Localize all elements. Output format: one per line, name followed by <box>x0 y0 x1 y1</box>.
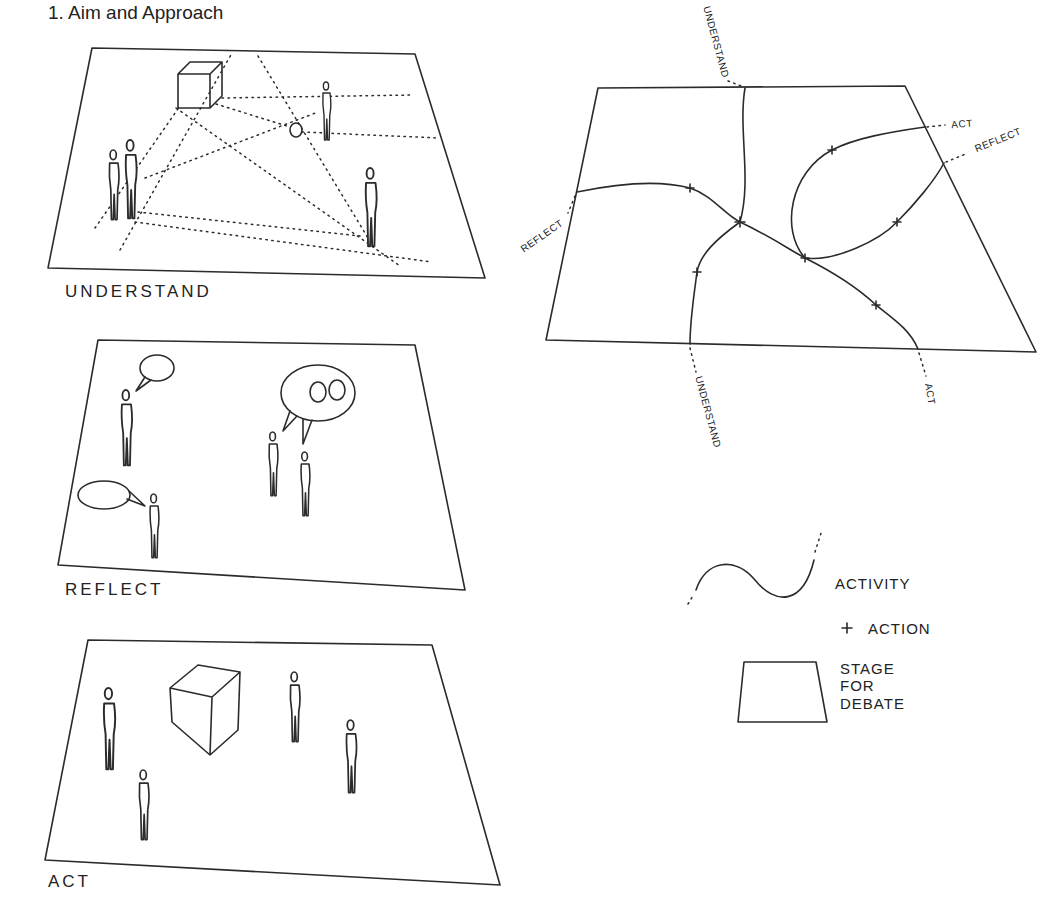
bubble-tail <box>283 411 297 431</box>
person-figure <box>347 720 357 793</box>
action-mark <box>693 268 701 276</box>
action-sample <box>842 623 852 633</box>
action-mark <box>801 254 809 262</box>
stage-label: UNDERSTAND <box>65 282 212 302</box>
person-figure <box>323 82 331 140</box>
stage-panel: ACT <box>43 638 504 896</box>
bubble-tail <box>136 377 151 391</box>
person-figure <box>139 770 149 840</box>
person-figure <box>109 150 119 220</box>
activity-end-label: ACT <box>922 382 937 405</box>
act-sketch <box>104 665 356 840</box>
activity-end-label: REFLECT <box>519 217 566 255</box>
understand-sketch <box>95 53 438 266</box>
sight-line <box>145 112 318 178</box>
action-mark <box>686 184 694 192</box>
person-figure <box>126 140 137 218</box>
activity-sample <box>696 560 814 597</box>
activity-sample <box>815 530 822 552</box>
stage-outline <box>56 338 469 604</box>
activity-end-label: UNDERSTAND <box>693 375 723 449</box>
prism-object <box>170 665 240 755</box>
stage-label: ACT <box>48 872 91 892</box>
person-figure <box>122 390 132 465</box>
stage-outline <box>43 638 504 896</box>
activity-continuation <box>946 153 968 162</box>
activity-continuation <box>568 196 575 213</box>
stage-sample <box>738 662 827 722</box>
combined-stage <box>546 81 1036 376</box>
stage-outline <box>546 86 1036 352</box>
person-figure <box>269 432 278 496</box>
stage-outline <box>58 340 465 590</box>
cube <box>178 62 222 108</box>
sight-line <box>176 108 400 266</box>
sight-line <box>302 132 438 138</box>
person-figure <box>150 494 159 558</box>
sight-line <box>216 104 290 127</box>
legend-text: STAGE FOR DEBATE <box>840 660 920 712</box>
action-mark <box>893 218 901 226</box>
bubble-tail <box>127 491 145 506</box>
sight-line <box>135 222 432 262</box>
stage-outline <box>45 640 500 885</box>
activity-line <box>577 183 918 349</box>
action-mark <box>735 217 745 227</box>
bubble-tail <box>303 419 312 444</box>
drop-marker <box>290 123 302 137</box>
activity-sample <box>688 594 694 604</box>
legend-samples <box>688 530 852 722</box>
bubble-symbol <box>329 380 345 400</box>
person-figure <box>301 452 310 516</box>
person-figure <box>290 672 300 742</box>
sight-line <box>138 212 360 236</box>
reflect-sketch <box>78 355 355 558</box>
activity-continuation <box>690 348 696 372</box>
speech-bubble <box>281 365 355 421</box>
activity-end-label: UNDERSTAND <box>701 5 731 79</box>
stage-panel: UNDERSTAND <box>46 46 489 306</box>
stage-panel: REFLECT <box>56 338 469 604</box>
action-mark <box>872 301 880 309</box>
activity-line <box>791 127 944 258</box>
legend-text: ACTION <box>868 620 931 637</box>
person-figure <box>366 168 377 246</box>
activity-end-label: REFLECT <box>973 125 1023 154</box>
sight-line <box>222 95 412 98</box>
person-figure <box>104 688 115 769</box>
action-mark <box>828 146 836 154</box>
activity-line <box>690 88 745 344</box>
activity-continuation <box>728 81 744 87</box>
activity-continuation <box>927 125 945 127</box>
legend-text: ACTIVITY <box>835 575 911 592</box>
page-title: 1. Aim and Approach <box>48 2 223 24</box>
activity-end-label: ACT <box>951 117 973 130</box>
stage-outline <box>48 48 485 278</box>
speech-bubble <box>78 481 130 509</box>
stage-outline <box>46 46 489 306</box>
sight-line <box>258 56 368 238</box>
bubble-symbol <box>310 382 326 402</box>
activity-continuation <box>919 353 926 376</box>
stage-label: REFLECT <box>65 580 163 600</box>
